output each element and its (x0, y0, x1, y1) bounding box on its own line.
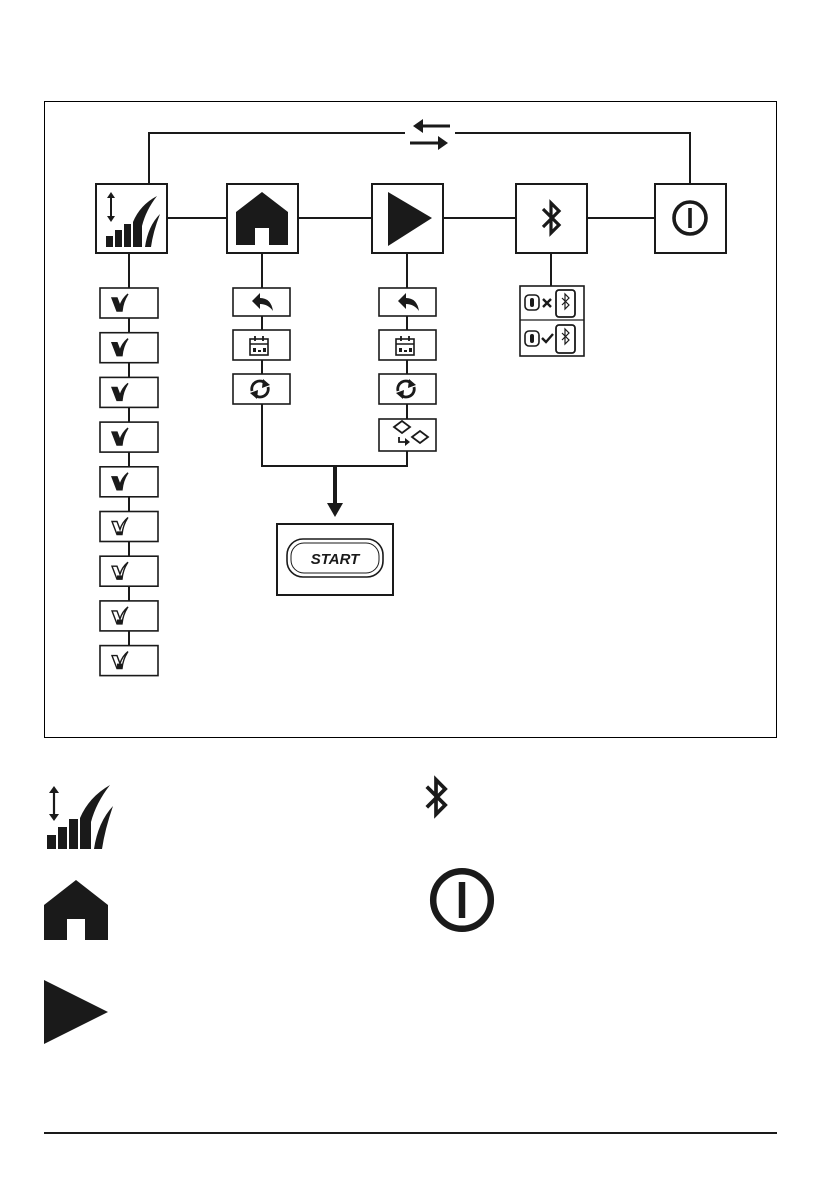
legend-power-icon (433, 871, 491, 929)
height-level-5[interactable] (100, 467, 158, 497)
height-level-1[interactable] (100, 288, 158, 318)
height-level-3[interactable] (100, 377, 158, 407)
bluetooth-pairing-panel[interactable] (520, 286, 584, 356)
start-button-box[interactable]: START (277, 524, 393, 595)
start-button-label: START (311, 551, 361, 568)
menu-box-start[interactable] (372, 184, 443, 253)
legend-home-icon (44, 880, 108, 940)
height-level-7[interactable] (100, 556, 158, 586)
legend-cutting-height-icon (47, 785, 113, 849)
legend-play-icon (44, 980, 108, 1044)
height-level-9[interactable] (100, 646, 158, 676)
down-arrow-icon (327, 503, 343, 517)
height-level-4[interactable] (100, 422, 158, 452)
height-level-list (100, 288, 158, 676)
home-submenu-schedule[interactable] (233, 330, 290, 360)
height-level-8[interactable] (100, 601, 158, 631)
start-submenu-return[interactable] (379, 288, 436, 316)
menu-box-power[interactable] (655, 184, 726, 253)
menu-box-cutting-height[interactable] (96, 184, 167, 253)
legend-bluetooth-icon (427, 780, 445, 815)
start-submenu-repeat[interactable] (379, 374, 436, 404)
start-submenu-area-switch[interactable] (379, 419, 436, 451)
start-submenu-schedule[interactable] (379, 330, 436, 360)
height-level-2[interactable] (100, 333, 158, 363)
menu-box-home[interactable] (227, 184, 298, 253)
menu-box-bluetooth[interactable] (516, 184, 587, 253)
home-submenu-return[interactable] (233, 288, 290, 316)
home-submenu-repeat[interactable] (233, 374, 290, 404)
height-level-6[interactable] (100, 512, 158, 542)
